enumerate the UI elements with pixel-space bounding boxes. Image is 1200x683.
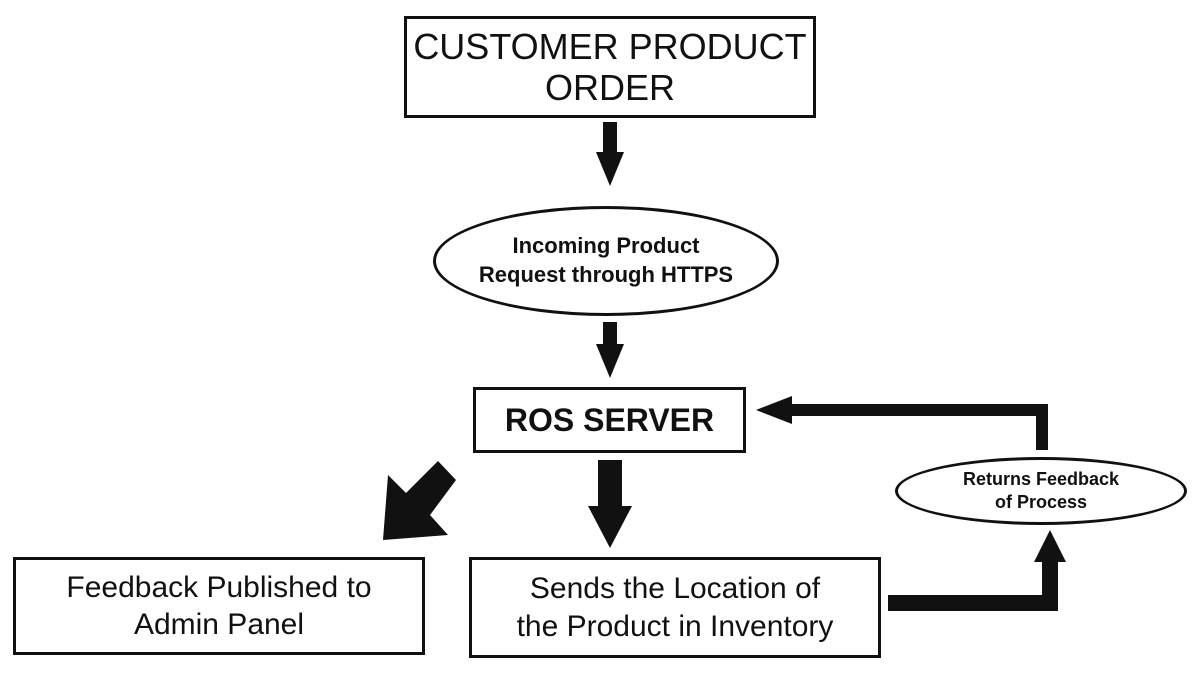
admin-panel-line2: Admin Panel xyxy=(133,608,305,641)
customer-order-line2: ORDER xyxy=(544,67,675,108)
connector-location-to-feedback xyxy=(888,560,1058,611)
arrow-order-to-request xyxy=(596,122,624,186)
https-request-line2: Request through HTTPS xyxy=(478,262,734,287)
connector-feedback-to-server xyxy=(790,404,1048,450)
arrowhead-to-feedback xyxy=(1034,530,1066,562)
https-request-ellipse: Incoming Product Request through HTTPS xyxy=(433,206,779,316)
arrow-server-to-admin xyxy=(383,461,456,540)
product-location-line1: Sends the Location of xyxy=(529,572,821,605)
admin-panel-line1: Feedback Published to xyxy=(66,570,372,604)
arrow-server-to-location xyxy=(588,460,632,548)
product-location-line2: the Product in Inventory xyxy=(516,609,834,643)
customer-order-box: CUSTOMER PRODUCT ORDER xyxy=(404,16,816,118)
returns-feedback-line2: of Process xyxy=(994,492,1088,512)
customer-order-line1: CUSTOMER PRODUCT xyxy=(413,25,807,67)
returns-feedback-line1: Returns Feedback xyxy=(962,468,1120,489)
https-request-line1: Incoming Product xyxy=(512,233,700,259)
ros-server-box: ROS SERVER xyxy=(473,387,746,453)
ros-server-label: ROS SERVER xyxy=(504,401,715,438)
product-location-box: Sends the Location of the Product in Inv… xyxy=(469,557,881,658)
arrowhead-to-server xyxy=(756,396,792,424)
admin-panel-box: Feedback Published to Admin Panel xyxy=(13,557,425,655)
arrow-request-to-server xyxy=(596,322,624,378)
returns-feedback-ellipse: Returns Feedback of Process xyxy=(895,457,1187,525)
